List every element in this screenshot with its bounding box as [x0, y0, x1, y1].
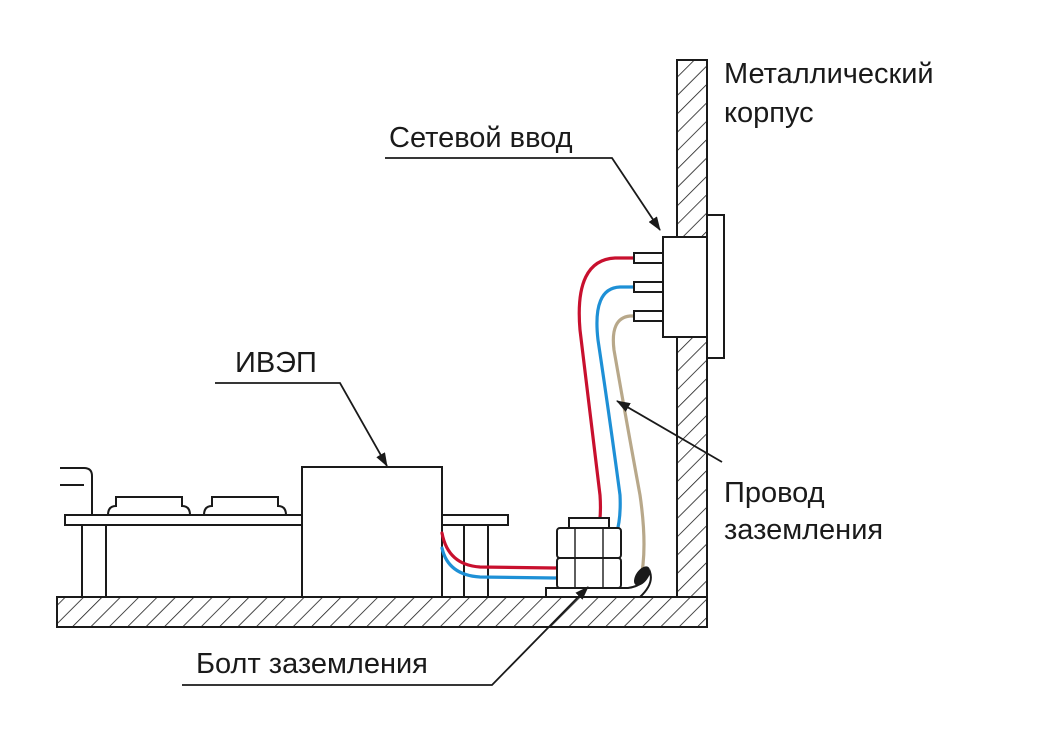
connector-flange — [706, 214, 725, 359]
mains-input-connector — [633, 214, 725, 359]
power-supply-leader — [215, 382, 388, 467]
label-mains-input: Сетевой ввод — [389, 122, 573, 154]
ground-lug — [634, 566, 650, 586]
bolt-washer — [545, 569, 652, 598]
ground-wire — [611, 314, 646, 584]
metal-case — [56, 59, 708, 628]
connector-body — [662, 236, 708, 338]
power-supply-block — [301, 466, 443, 598]
pin-3 — [633, 310, 664, 322]
ground-wire-leader — [616, 400, 723, 463]
bolt-stud — [568, 517, 610, 529]
label-ground-wire-line2: заземления — [724, 514, 883, 546]
wires — [440, 256, 646, 584]
phase-wire — [440, 256, 637, 570]
connector-component — [60, 467, 93, 515]
case-floor — [56, 596, 708, 628]
board-leg-left — [81, 524, 107, 598]
label-metal-case-line1: Металлический — [724, 58, 934, 90]
board-component-2 — [202, 496, 288, 516]
label-metal-case-line2: корпус — [724, 97, 814, 129]
label-power-supply: ИВЭП — [235, 347, 317, 379]
board-component-1 — [106, 496, 192, 516]
bolt-head-upper — [556, 527, 622, 559]
circuit-board — [60, 466, 509, 598]
pin-1 — [633, 252, 664, 264]
neutral-wire — [440, 285, 637, 580]
pin-2 — [633, 281, 664, 293]
board-leg-right — [463, 524, 489, 598]
mains-input-leader — [385, 157, 661, 231]
label-ground-wire-line1: Провод — [724, 477, 825, 509]
leaders — [182, 157, 723, 686]
bolt-head-lower — [556, 557, 622, 589]
ground-bolt-leader — [182, 586, 589, 686]
ground-bolt — [545, 517, 652, 598]
label-ground-bolt: Болт заземления — [196, 648, 428, 680]
